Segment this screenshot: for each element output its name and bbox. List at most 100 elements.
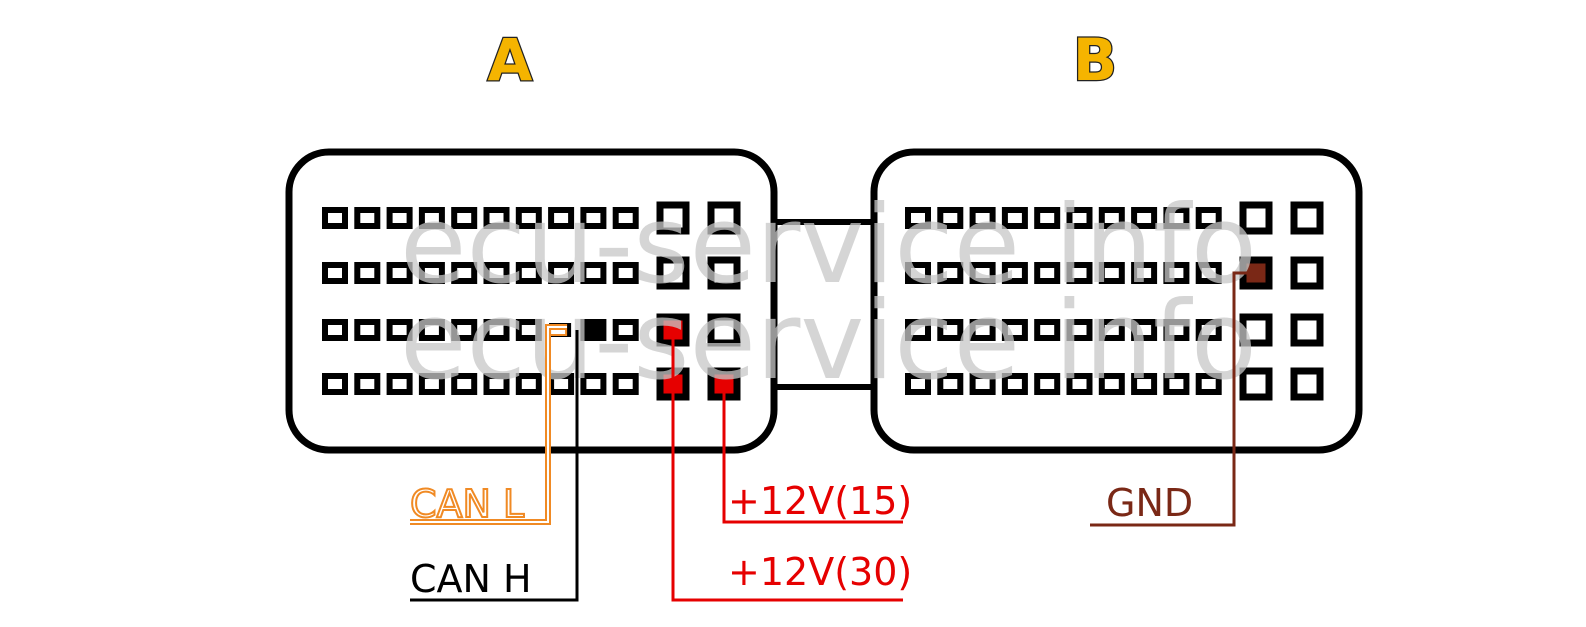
pin-A-2-s6 bbox=[515, 319, 542, 341]
pin-A-1-s8 bbox=[580, 262, 607, 284]
pin-B-0-s6 bbox=[1098, 207, 1125, 229]
pin-B-0-s9 bbox=[1195, 207, 1222, 229]
pin-B-2-s7 bbox=[1131, 319, 1158, 341]
pin-B-0-s3 bbox=[1001, 207, 1028, 229]
pin-A-3-s5 bbox=[483, 373, 510, 395]
v30-label: +12V(30) bbox=[728, 550, 912, 594]
pin-A-1-s5 bbox=[483, 262, 510, 284]
pin-A-2-s9 bbox=[612, 319, 639, 341]
pin-B-3-s1 bbox=[937, 373, 964, 395]
pin-A-3-s7 bbox=[548, 373, 575, 395]
pin-B-3-s8 bbox=[1163, 373, 1190, 395]
pin-A-2-L1 bbox=[707, 313, 741, 347]
pin-A-0-L1 bbox=[707, 201, 741, 235]
pin-B-1-L1 bbox=[1290, 256, 1324, 290]
v15-wire bbox=[722, 384, 903, 524]
pin-B-2-L0 bbox=[1239, 313, 1273, 347]
pin-B-0-s8 bbox=[1163, 207, 1190, 229]
watermark-line-1: ecu-service info bbox=[400, 183, 1257, 308]
pin-A-3-s1 bbox=[354, 373, 381, 395]
pin-A-0-s7 bbox=[548, 207, 575, 229]
pin-A-3-s4 bbox=[451, 373, 478, 395]
pin-B-3-s7 bbox=[1131, 373, 1158, 395]
pin-B-2-s6 bbox=[1098, 319, 1125, 341]
pin-A-3-s3 bbox=[418, 373, 445, 395]
pin-B-1-s6 bbox=[1098, 262, 1125, 284]
pin-B-0-s2 bbox=[969, 207, 996, 229]
pin-A-3-s0 bbox=[322, 373, 348, 395]
pin-B-0-s5 bbox=[1066, 207, 1093, 229]
can-l-label: CAN L bbox=[410, 482, 524, 526]
can-l-wire-inner bbox=[410, 326, 567, 523]
pin-B-3-L0 bbox=[1239, 367, 1273, 401]
gnd-wire bbox=[1090, 271, 1256, 527]
pin-A-3-s9 bbox=[612, 373, 639, 395]
v15-label: +12V(15) bbox=[728, 479, 912, 523]
pin-A-2-s5 bbox=[483, 319, 510, 341]
pin-A-1-L1 bbox=[707, 256, 741, 290]
can-h-pin bbox=[580, 319, 607, 341]
pin-A-1-s6 bbox=[515, 262, 542, 284]
pin-A-0-s4 bbox=[451, 207, 478, 229]
watermark-line-2: ecu-service info bbox=[400, 279, 1257, 404]
pin-A-3-s6 bbox=[515, 373, 542, 395]
pin-A-1-s1 bbox=[354, 262, 381, 284]
connector-a-title: A bbox=[488, 26, 533, 94]
pin-B-1-s2 bbox=[969, 262, 996, 284]
pin-B-3-s5 bbox=[1066, 373, 1093, 395]
pin-A-0-s5 bbox=[483, 207, 510, 229]
pin-B-3-s9 bbox=[1195, 373, 1222, 395]
pin-B-1-s4 bbox=[1034, 262, 1061, 284]
pin-A-0-s1 bbox=[354, 207, 381, 229]
pin-A-3-s2 bbox=[386, 373, 413, 395]
pin-A-2-s2 bbox=[386, 319, 413, 341]
pin-B-3-s3 bbox=[1001, 373, 1028, 395]
pin-B-1-s8 bbox=[1163, 262, 1190, 284]
pin-A-0-s9 bbox=[612, 207, 639, 229]
pin-B-2-s0 bbox=[905, 319, 931, 341]
pin-A-1-L0 bbox=[656, 256, 690, 290]
pin-A-0-s6 bbox=[515, 207, 542, 229]
pin-B-1-s1 bbox=[937, 262, 964, 284]
pin-B-2-s1 bbox=[937, 319, 964, 341]
pin-B-2-s4 bbox=[1034, 319, 1061, 341]
pin-B-1-s3 bbox=[1001, 262, 1028, 284]
pin-A-0-s2 bbox=[386, 207, 413, 229]
can-h-label: CAN H bbox=[410, 557, 532, 601]
pin-B-3-s2 bbox=[969, 373, 996, 395]
pin-B-0-s0 bbox=[905, 207, 931, 229]
pin-B-0-L1 bbox=[1290, 201, 1324, 235]
pin-A-1-s7 bbox=[548, 262, 575, 284]
pin-A-0-s8 bbox=[580, 207, 607, 229]
pin-B-3-s6 bbox=[1098, 373, 1125, 395]
pin-A-0-s3 bbox=[418, 207, 445, 229]
pin-A-1-s9 bbox=[612, 262, 639, 284]
pin-A-2-s3 bbox=[418, 319, 445, 341]
pin-A-1-s4 bbox=[451, 262, 478, 284]
pin-A-2-s0 bbox=[322, 319, 348, 341]
pin-A-1-s2 bbox=[386, 262, 413, 284]
pin-B-3-s0 bbox=[905, 373, 931, 395]
pin-B-0-s4 bbox=[1034, 207, 1061, 229]
pin-A-0-L0 bbox=[656, 201, 690, 235]
pin-B-2-L1 bbox=[1290, 313, 1324, 347]
pin-B-1-s5 bbox=[1066, 262, 1093, 284]
pin-B-3-s4 bbox=[1034, 373, 1061, 395]
pin-B-2-s5 bbox=[1066, 319, 1093, 341]
pin-A-2-s4 bbox=[451, 319, 478, 341]
pin-A-3-s8 bbox=[580, 373, 607, 395]
pin-B-2-s2 bbox=[969, 319, 996, 341]
pin-B-1-s7 bbox=[1131, 262, 1158, 284]
pin-A-1-s3 bbox=[418, 262, 445, 284]
pin-B-1-s0 bbox=[905, 262, 931, 284]
pin-B-0-s7 bbox=[1131, 207, 1158, 229]
pin-B-2-s9 bbox=[1195, 319, 1222, 341]
pin-A-0-s0 bbox=[322, 207, 348, 229]
pin-B-3-L1 bbox=[1290, 367, 1324, 401]
pin-A-2-s1 bbox=[354, 319, 381, 341]
pin-B-2-s8 bbox=[1163, 319, 1190, 341]
gnd-label: GND bbox=[1106, 481, 1193, 525]
pin-B-0-s1 bbox=[937, 207, 964, 229]
v30-wire bbox=[671, 330, 903, 602]
pin-A-1-s0 bbox=[322, 262, 348, 284]
